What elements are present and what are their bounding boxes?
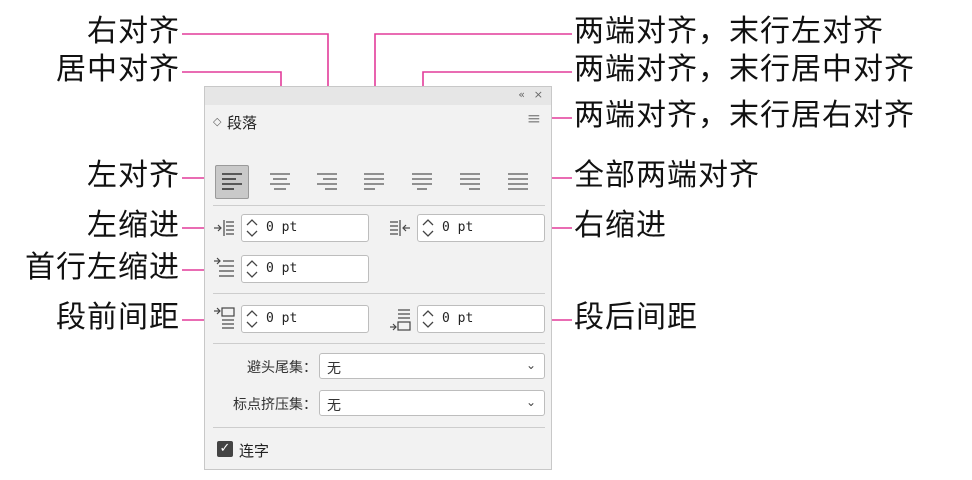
callout-left-indent: 左缩进 xyxy=(87,208,180,243)
alignment-buttons xyxy=(213,165,545,201)
panel-toggle-icon[interactable]: ◇ xyxy=(213,115,222,128)
separator xyxy=(213,427,545,428)
justify-last-center-icon xyxy=(412,173,432,190)
align-left-button[interactable] xyxy=(215,165,249,199)
panel-title: 段落 xyxy=(227,114,258,132)
justify-last-left-icon xyxy=(364,173,384,190)
callout-first-line-indent: 首行左缩进 xyxy=(25,250,180,285)
justify-last-left-button[interactable] xyxy=(357,165,391,199)
right-indent-icon xyxy=(390,220,410,236)
kinsoku-label: 避头尾集： xyxy=(247,360,317,376)
justify-all-button[interactable] xyxy=(501,165,535,199)
stepper-icon[interactable] xyxy=(245,258,259,280)
left-indent-icon xyxy=(214,220,234,236)
space-before-value: 0 pt xyxy=(266,311,298,326)
first-line-indent-value: 0 pt xyxy=(266,261,298,276)
space-before-icon xyxy=(214,307,235,329)
callout-justify-left: 两端对齐，末行左对齐 xyxy=(574,14,884,49)
first-line-indent-field[interactable]: 0 pt xyxy=(241,255,369,283)
callout-justify-all: 全部两端对齐 xyxy=(574,158,760,193)
mojikumi-label: 标点挤压集： xyxy=(233,397,317,413)
hyphenate-label: 连字 xyxy=(239,442,270,460)
space-after-icon xyxy=(390,309,411,331)
mojikumi-value: 无 xyxy=(327,398,341,414)
left-indent-field[interactable]: 0 pt xyxy=(241,214,369,242)
left-indent-value: 0 pt xyxy=(266,220,298,235)
align-center-icon xyxy=(270,173,290,190)
callout-right-align: 右对齐 xyxy=(87,14,180,49)
panel-titlebar[interactable]: « × xyxy=(205,87,551,105)
align-right-button[interactable] xyxy=(310,165,344,199)
space-after-field[interactable]: 0 pt xyxy=(417,305,545,333)
callout-left-align: 左对齐 xyxy=(87,158,180,193)
callout-right-indent: 右缩进 xyxy=(574,208,667,243)
align-right-icon xyxy=(317,173,337,190)
callout-space-after: 段后间距 xyxy=(574,300,698,335)
separator xyxy=(213,293,545,294)
kinsoku-value: 无 xyxy=(327,361,341,377)
space-after-value: 0 pt xyxy=(442,311,474,326)
close-icon[interactable]: × xyxy=(533,88,543,101)
justify-last-right-button[interactable] xyxy=(453,165,487,199)
stepper-icon[interactable] xyxy=(245,217,259,239)
right-indent-value: 0 pt xyxy=(442,220,474,235)
kinsoku-select[interactable]: 无 ⌄ xyxy=(319,353,545,379)
hyphenate-checkbox[interactable]: ✓ xyxy=(217,441,233,457)
justify-last-right-icon xyxy=(460,173,480,190)
stepper-icon[interactable] xyxy=(421,217,435,239)
justify-all-icon xyxy=(508,173,528,190)
mojikumi-select[interactable]: 无 ⌄ xyxy=(319,390,545,416)
paragraph-panel: « × ◇ 段落 ≡ xyxy=(204,86,552,470)
collapse-icon[interactable]: « xyxy=(518,88,525,101)
panel-header: ◇ 段落 ≡ xyxy=(205,109,551,137)
right-indent-field[interactable]: 0 pt xyxy=(417,214,545,242)
callout-center-align: 居中对齐 xyxy=(56,52,180,87)
chevron-down-icon: ⌄ xyxy=(525,358,536,372)
justify-last-center-button[interactable] xyxy=(405,165,439,199)
first-line-indent-icon xyxy=(214,257,234,277)
callout-justify-right: 两端对齐，末行居右对齐 xyxy=(574,98,915,133)
callout-justify-center: 两端对齐，末行居中对齐 xyxy=(574,52,915,87)
align-center-button[interactable] xyxy=(263,165,297,199)
callout-space-before: 段前间距 xyxy=(56,300,180,335)
panel-menu-icon[interactable]: ≡ xyxy=(526,109,541,129)
align-left-icon xyxy=(222,173,242,190)
stepper-icon[interactable] xyxy=(421,308,435,330)
space-before-field[interactable]: 0 pt xyxy=(241,305,369,333)
separator xyxy=(213,205,545,206)
separator xyxy=(213,343,545,344)
chevron-down-icon: ⌄ xyxy=(525,395,536,409)
stepper-icon[interactable] xyxy=(245,308,259,330)
